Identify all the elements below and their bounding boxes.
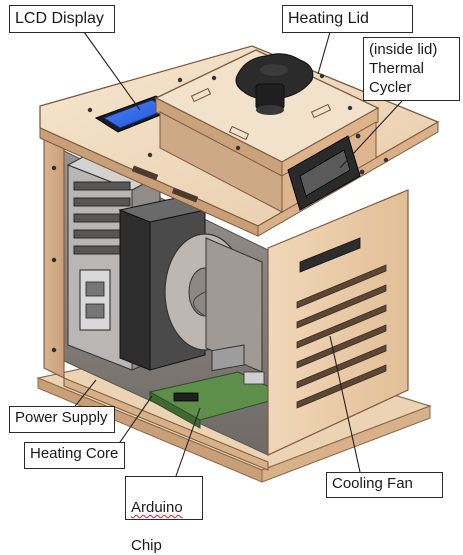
leader-heating-lid [317,31,331,75]
label-power-supply: Power Supply [9,406,115,433]
thermal-cycler-diagram: LCD Display Heating Lid (inside lid) The… [9,5,460,554]
left-wall [43,127,65,379]
label-arduino-chip: Arduino Chip [125,476,203,554]
leader-lcd-display [83,31,141,111]
label-thermal-cycler: (inside lid) Thermal Cycler [363,37,460,101]
label-cooling-fan: Cooling Fan [326,472,443,498]
cooling-fan-unit [164,233,263,373]
leader-power-supply [71,379,97,411]
leader-heating-core [117,395,153,446]
label-arduino-line1: Arduino [131,499,183,516]
front-bottom-bar [63,377,269,471]
label-arduino-line2: Chip [131,537,162,554]
label-heating-core: Heating Core [24,442,125,469]
lid-knob [235,53,314,115]
device-illustration [35,31,440,483]
arduino-board [148,344,290,429]
leader-arduino-chip [175,407,201,477]
leader-lines [71,31,403,477]
label-heating-lid: Heating Lid [282,5,413,33]
label-lcd-display: LCD Display [9,5,115,33]
leader-cooling-fan [329,335,361,473]
leader-thermal-cycler [339,100,403,169]
